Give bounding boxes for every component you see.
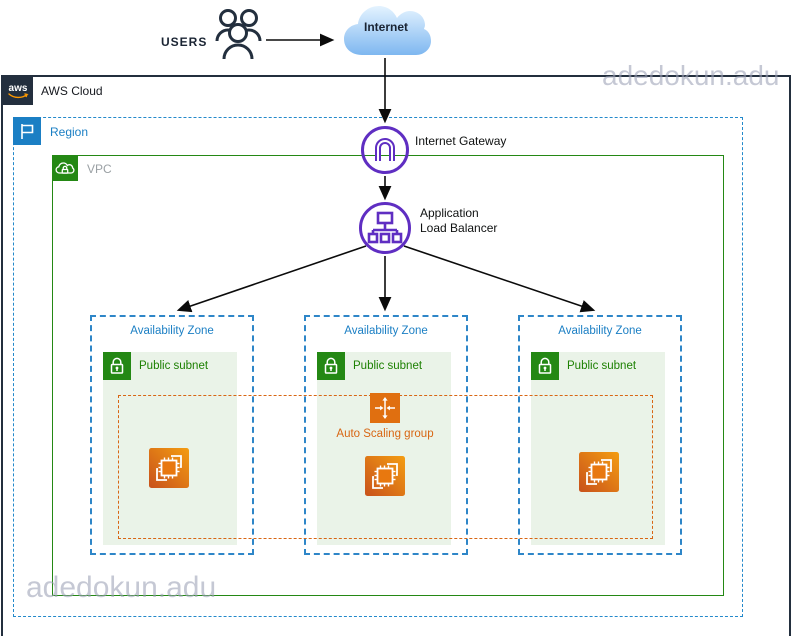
aws-logo-text: aws — [9, 83, 28, 94]
lock-icon — [531, 352, 559, 380]
lock-icon — [103, 352, 131, 380]
region-container: Region — [13, 117, 743, 617]
flag-icon — [13, 117, 41, 145]
auto-scaling-group-label: Auto Scaling group — [336, 428, 434, 440]
availability-zone-1: Availability Zone — [90, 315, 254, 555]
vpc-label: VPC — [87, 162, 112, 176]
load-balancer-label: Application Load Balancer — [420, 206, 497, 236]
scaling-arrows-icon — [370, 393, 400, 423]
availability-zone-label: Availability Zone — [344, 325, 428, 337]
load-balancer-label-line1: Application — [420, 206, 479, 220]
gateway-icon — [361, 126, 409, 174]
availability-zone-label: Availability Zone — [130, 325, 214, 337]
public-subnet-3: Public subnet — [531, 352, 665, 545]
watermark-bottom-left: adedokun.adu — [26, 571, 217, 604]
public-subnet-2: Public subnet — [317, 352, 451, 545]
region-label: Region — [50, 125, 89, 139]
availability-zone-label: Availability Zone — [558, 325, 642, 337]
public-subnet-label: Public subnet — [353, 360, 423, 372]
aws-cloud-container: aws AWS Cloud — [1, 75, 791, 636]
users-icon — [211, 6, 265, 62]
ec2-instances-icon — [365, 456, 405, 496]
availability-zone-3: Availability Zone — [518, 315, 682, 555]
public-subnet-label: Public subnet — [139, 360, 209, 372]
load-balancer-label-line2: Load Balancer — [420, 221, 498, 235]
watermark-top-right: adedokun.adu — [602, 60, 780, 91]
lock-icon — [317, 352, 345, 380]
users-label: USERS — [161, 35, 208, 49]
internet-gateway-label: Internet Gateway — [415, 134, 507, 148]
internet-label: Internet — [363, 20, 408, 34]
ec2-instances-icon — [579, 452, 619, 492]
availability-zone-2: Availability Zone — [304, 315, 468, 555]
aws-cloud-label: AWS Cloud — [41, 84, 103, 98]
public-subnet-label: Public subnet — [567, 360, 637, 372]
cloud-icon — [340, 3, 432, 61]
aws-logo-icon: aws — [3, 77, 33, 105]
load-balancer-icon — [359, 202, 411, 254]
cloud-lock-icon — [52, 155, 78, 181]
ec2-instances-icon — [149, 448, 189, 488]
